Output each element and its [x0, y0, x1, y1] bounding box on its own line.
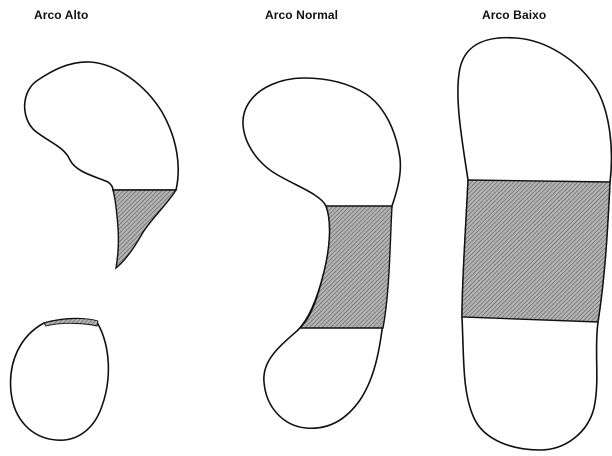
normal-arch-midfoot-shading [300, 206, 392, 328]
high-arch-heel [11, 319, 109, 441]
normal-arch-footprint [243, 78, 400, 428]
high-arch-forefoot [25, 62, 179, 190]
high-arch-footprint [11, 62, 179, 440]
high-arch-midfoot-shading [113, 190, 176, 268]
low-arch-footprint [458, 38, 612, 450]
low-arch-midfoot-shading [462, 180, 610, 322]
